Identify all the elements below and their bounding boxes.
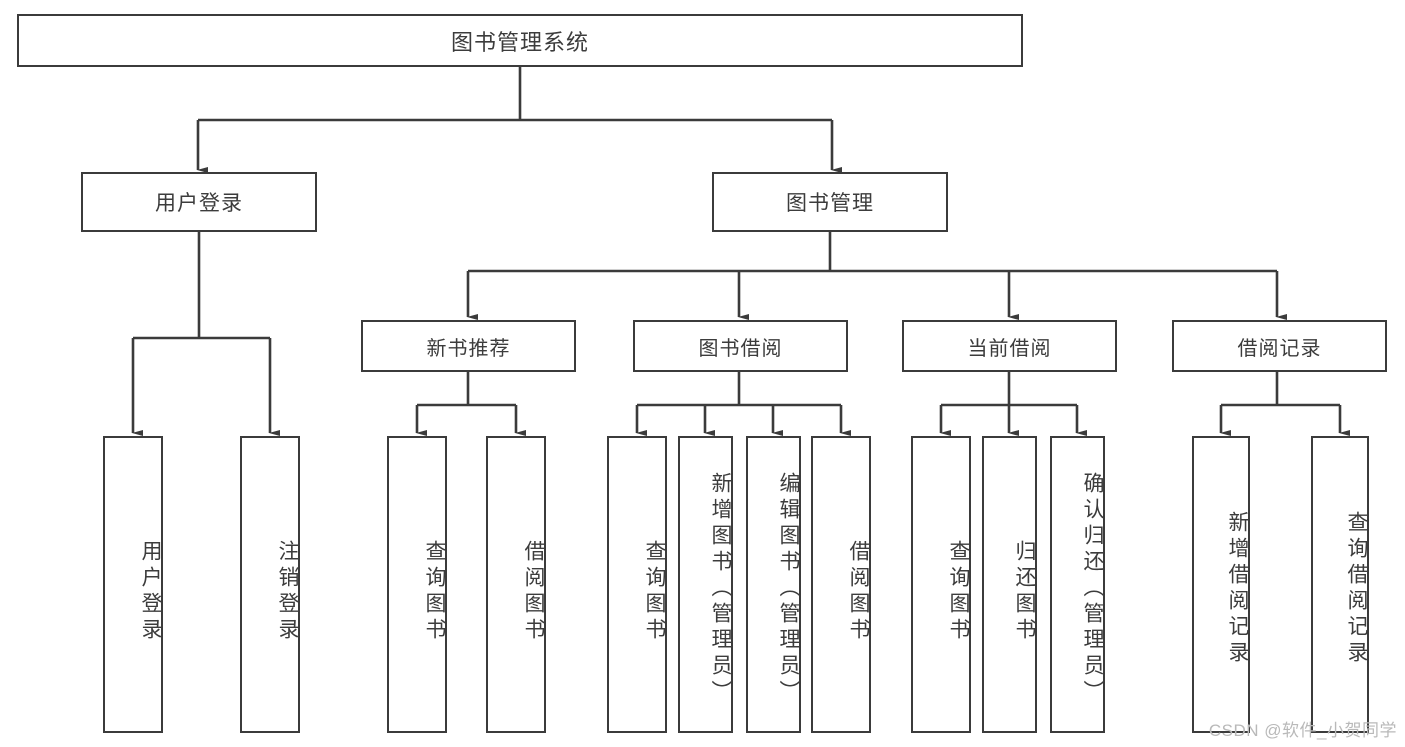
leaf-query-book-recommend[interactable]: 查询图书 bbox=[387, 436, 447, 733]
leaf-add-book-admin[interactable]: 新增图书（管理员） bbox=[678, 436, 733, 733]
leaf-return-book[interactable]: 归还图书 bbox=[982, 436, 1037, 733]
leaf-user-login[interactable]: 用户登录 bbox=[103, 436, 163, 733]
node-book-management[interactable]: 图书管理 bbox=[712, 172, 948, 232]
leaf-confirm-return-admin[interactable]: 确认归还（管理员） bbox=[1050, 436, 1105, 733]
leaf-query-book-borrow[interactable]: 查询图书 bbox=[607, 436, 667, 733]
node-new-book-recommend[interactable]: 新书推荐 bbox=[361, 320, 576, 372]
leaf-logout[interactable]: 注销登录 bbox=[240, 436, 300, 733]
leaf-query-book-current[interactable]: 查询图书 bbox=[911, 436, 971, 733]
node-current-borrow[interactable]: 当前借阅 bbox=[902, 320, 1117, 372]
leaf-borrow-book[interactable]: 借阅图书 bbox=[811, 436, 871, 733]
leaf-add-borrow-record[interactable]: 新增借阅记录 bbox=[1192, 436, 1250, 733]
leaf-query-borrow-record[interactable]: 查询借阅记录 bbox=[1311, 436, 1369, 733]
leaf-borrow-book-recommend[interactable]: 借阅图书 bbox=[486, 436, 546, 733]
node-user-login[interactable]: 用户登录 bbox=[81, 172, 317, 232]
node-borrow-record[interactable]: 借阅记录 bbox=[1172, 320, 1387, 372]
node-book-borrow[interactable]: 图书借阅 bbox=[633, 320, 848, 372]
leaf-edit-book-admin[interactable]: 编辑图书（管理员） bbox=[746, 436, 801, 733]
node-root-system[interactable]: 图书管理系统 bbox=[17, 14, 1023, 67]
